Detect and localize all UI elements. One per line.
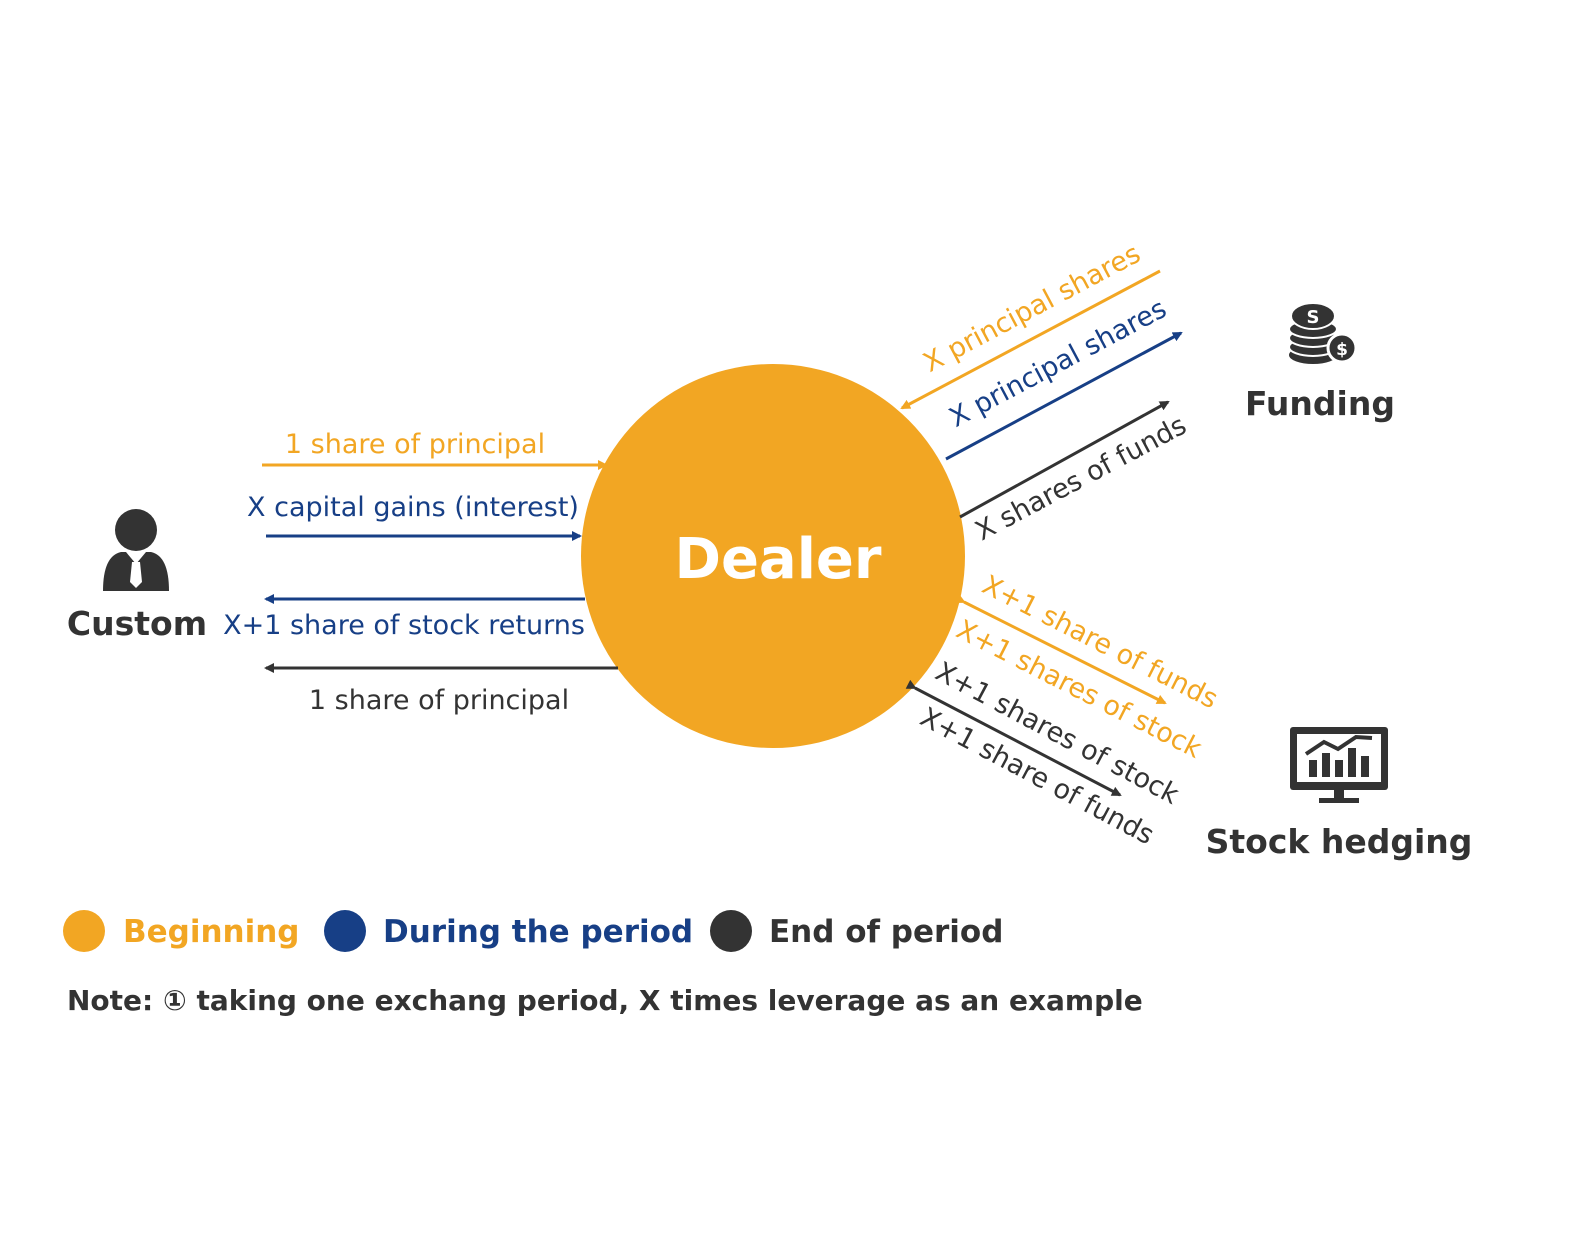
legend-dot-beginning (63, 910, 105, 952)
dealer-label: Dealer (674, 527, 881, 592)
flow-label-funding-2: X principal shares (944, 293, 1171, 433)
legend: Beginning During the period End of perio… (63, 910, 1003, 952)
legend-label-end: End of period (769, 914, 1003, 950)
flow-label-funding-1: X principal shares (918, 238, 1145, 378)
dealer-node (581, 364, 965, 748)
flow-label-funding-3: X shares of funds (970, 410, 1191, 547)
arrow-funding-principal-in (900, 269, 1161, 410)
coin-stack-icon: S $ (1288, 302, 1358, 364)
legend-dot-during (324, 910, 366, 952)
arrow-funding-principal-out (945, 331, 1183, 461)
legend-dot-end (710, 910, 752, 952)
businessman-icon (103, 509, 169, 591)
flow-label-custom-3: X+1 share of stock returns (223, 610, 585, 641)
custom-label: Custom (67, 604, 207, 643)
flow-label-custom-2: X capital gains (interest) (247, 492, 579, 523)
flow-label-custom-4: 1 share of principal (309, 685, 569, 716)
funding-label: Funding (1245, 384, 1395, 423)
footnote: Note: ① taking one exchang period, X tim… (67, 984, 1143, 1017)
legend-label-beginning: Beginning (123, 914, 300, 950)
arrow-hedge-dark (905, 679, 1122, 797)
flow-label-custom-1: 1 share of principal (285, 429, 545, 460)
stock-hedging-label: Stock hedging (1206, 822, 1473, 861)
svg-text:$: $ (1336, 340, 1348, 360)
legend-label-during: During the period (383, 914, 693, 950)
svg-text:S: S (1307, 307, 1320, 328)
monitor-chart-icon (1290, 727, 1388, 803)
arrow-hedge-orange (954, 593, 1167, 705)
arrow-funding-funds-out (959, 400, 1170, 519)
